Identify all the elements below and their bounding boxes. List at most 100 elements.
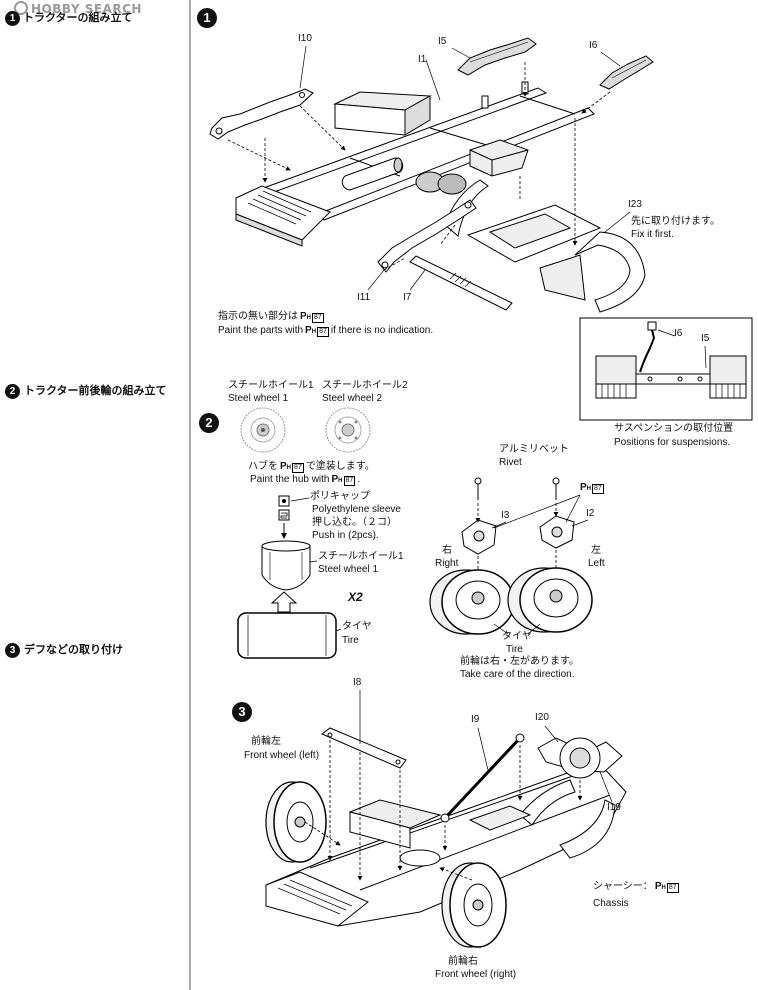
- tire-drawing: [237, 612, 342, 659]
- sidebar-step-1-number: 1: [5, 11, 20, 26]
- part-i20-differential-drawing: [537, 725, 623, 803]
- inset-part-label-i5: I5: [701, 333, 710, 344]
- paint-note-jp-text: 指示の無い部分は: [218, 311, 298, 322]
- inset-part-label-i6: I6: [674, 328, 683, 339]
- right-label-en: Right: [435, 558, 459, 569]
- steel-wheel-2-label-en: Steel wheel 2: [322, 393, 383, 404]
- tire-label-leaders: [493, 623, 541, 635]
- front-tire-right-drawing: [429, 569, 515, 635]
- steel-wheel-1b-label-jp: スチールホイール1: [318, 551, 404, 562]
- air-tanks-drawing: [415, 171, 467, 195]
- part-label-i10: I10: [298, 33, 312, 44]
- front-wheel-left-label-en: Front wheel (left): [244, 750, 320, 761]
- front-tire-label-en: Tire: [506, 644, 523, 655]
- assembly-guide-lines-step1: [227, 62, 611, 271]
- push-in-note-en: Push in (2pcs).: [312, 530, 379, 541]
- polycap-label-en: Polyethylene sleeve: [312, 504, 401, 515]
- fuel-tank-drawing: [333, 91, 432, 136]
- front-wheel-left-label-jp: 前輪左: [251, 736, 281, 747]
- battery-box-drawing: [469, 139, 529, 177]
- hub-i2-drawing: [539, 515, 589, 549]
- part-label-i7: I7: [403, 292, 412, 303]
- hub-i3-drawing: [461, 519, 507, 555]
- paint-leader-lines: [493, 494, 581, 529]
- part-label-i1: I1: [418, 54, 427, 65]
- sidebar-step-3-number: 3: [5, 643, 20, 658]
- part-i7-drawing: [409, 255, 513, 311]
- tire-label-jp: タイヤ: [342, 621, 372, 632]
- suspension-position-inset: [579, 317, 753, 421]
- push-arrow-icon: [270, 591, 298, 613]
- assembly-guide-lines-step3: [304, 740, 583, 881]
- chassis-assembly-drawing: [265, 761, 627, 927]
- front-tire-left-drawing: [507, 567, 593, 633]
- steel-wheel-1-drawing: [240, 407, 286, 453]
- inset-caption-en: Positions for suspensions.: [614, 437, 731, 448]
- front-wheel-right-label-jp: 前輪右: [448, 956, 478, 967]
- chassis-label-en: Chassis: [593, 898, 629, 909]
- step-3-badge: 3: [232, 702, 252, 722]
- part-label-i23: I23: [628, 199, 642, 210]
- push-in-note-jp: 押し込む。（２コ）: [312, 517, 397, 528]
- hub-paint-en-after: .: [357, 474, 361, 485]
- part-i9-drawing: [440, 727, 525, 823]
- polycap-label-jp: ポリキャップ: [310, 491, 370, 502]
- paint-note-en-after: if there is no indication.: [330, 325, 434, 336]
- sidebar-step-3-title: デフなどの取り付け: [24, 644, 123, 656]
- tire-label-en: Tire: [342, 635, 359, 646]
- paint-note-en-before: Paint the parts with: [218, 325, 304, 336]
- part-label-i3: I3: [501, 510, 510, 521]
- steel-wheel-1-label-jp: スチールホイール1: [228, 380, 314, 391]
- hub-paint-en-before: Paint the hub with: [250, 474, 330, 485]
- step-2-badge: 2: [199, 413, 219, 433]
- part-label-i19: I19: [607, 802, 621, 813]
- part-label-i2: I2: [586, 508, 595, 519]
- muffler-drawing: [341, 157, 404, 191]
- sidebar-step-2-title: トラクター前後輪の組み立て: [24, 385, 167, 397]
- steel-wheel-2-drawing: [325, 407, 371, 453]
- rivet-label-jp: アルミリベット: [499, 444, 569, 455]
- part-label-i6: I6: [589, 40, 598, 51]
- part-i11-drawing: [367, 199, 477, 291]
- right-label-jp: 右: [442, 545, 452, 556]
- polycap-icons: [278, 495, 310, 539]
- front-wheel-right-label-en: Front wheel (right): [435, 969, 517, 980]
- part-i8-drawing: [321, 690, 407, 769]
- step-1-badge: 1: [197, 8, 217, 28]
- inset-caption-jp: サスペンションの取付位置: [614, 423, 734, 434]
- steel-wheel-2-label-jp: スチールホイール2: [322, 380, 408, 391]
- front-wheel-left-drawing: [265, 781, 327, 863]
- sidebar-step-1-title: トラクターの組み立て: [23, 12, 133, 24]
- quantity-mark: X2: [348, 590, 363, 604]
- part-i6-leaf-spring-drawing: [599, 51, 654, 90]
- chassis-label-jp-text: シャーシー：: [593, 881, 653, 892]
- steel-wheel-1b-label-en: Steel wheel 1: [318, 564, 379, 575]
- fix-first-note-jp: 先に取り付けます。: [631, 216, 720, 227]
- front-tire-label-jp: タイヤ: [502, 631, 532, 642]
- direction-note-jp: 前輪は右・左があります。: [460, 656, 579, 667]
- hobby-search-logo: HOBBY SEARCH: [14, 1, 142, 16]
- fix-first-note-en: Fix it first.: [631, 229, 674, 240]
- front-wheel-right-drawing: [441, 862, 507, 948]
- part-label-i5: I5: [438, 36, 447, 47]
- direction-note-en: Take care of the direction.: [460, 669, 575, 680]
- hub-paint-jp-after: で塗装します。: [305, 461, 375, 472]
- part-label-i11: I11: [357, 292, 371, 303]
- rivet-label-en: Rivet: [499, 457, 522, 468]
- left-label-jp: 左: [591, 545, 601, 556]
- part-i5-leaf-spring-drawing: [451, 37, 537, 76]
- hub-paint-jp-before: ハブを: [248, 461, 278, 472]
- steel-wheel-1-label-en: Steel wheel 1: [228, 393, 289, 404]
